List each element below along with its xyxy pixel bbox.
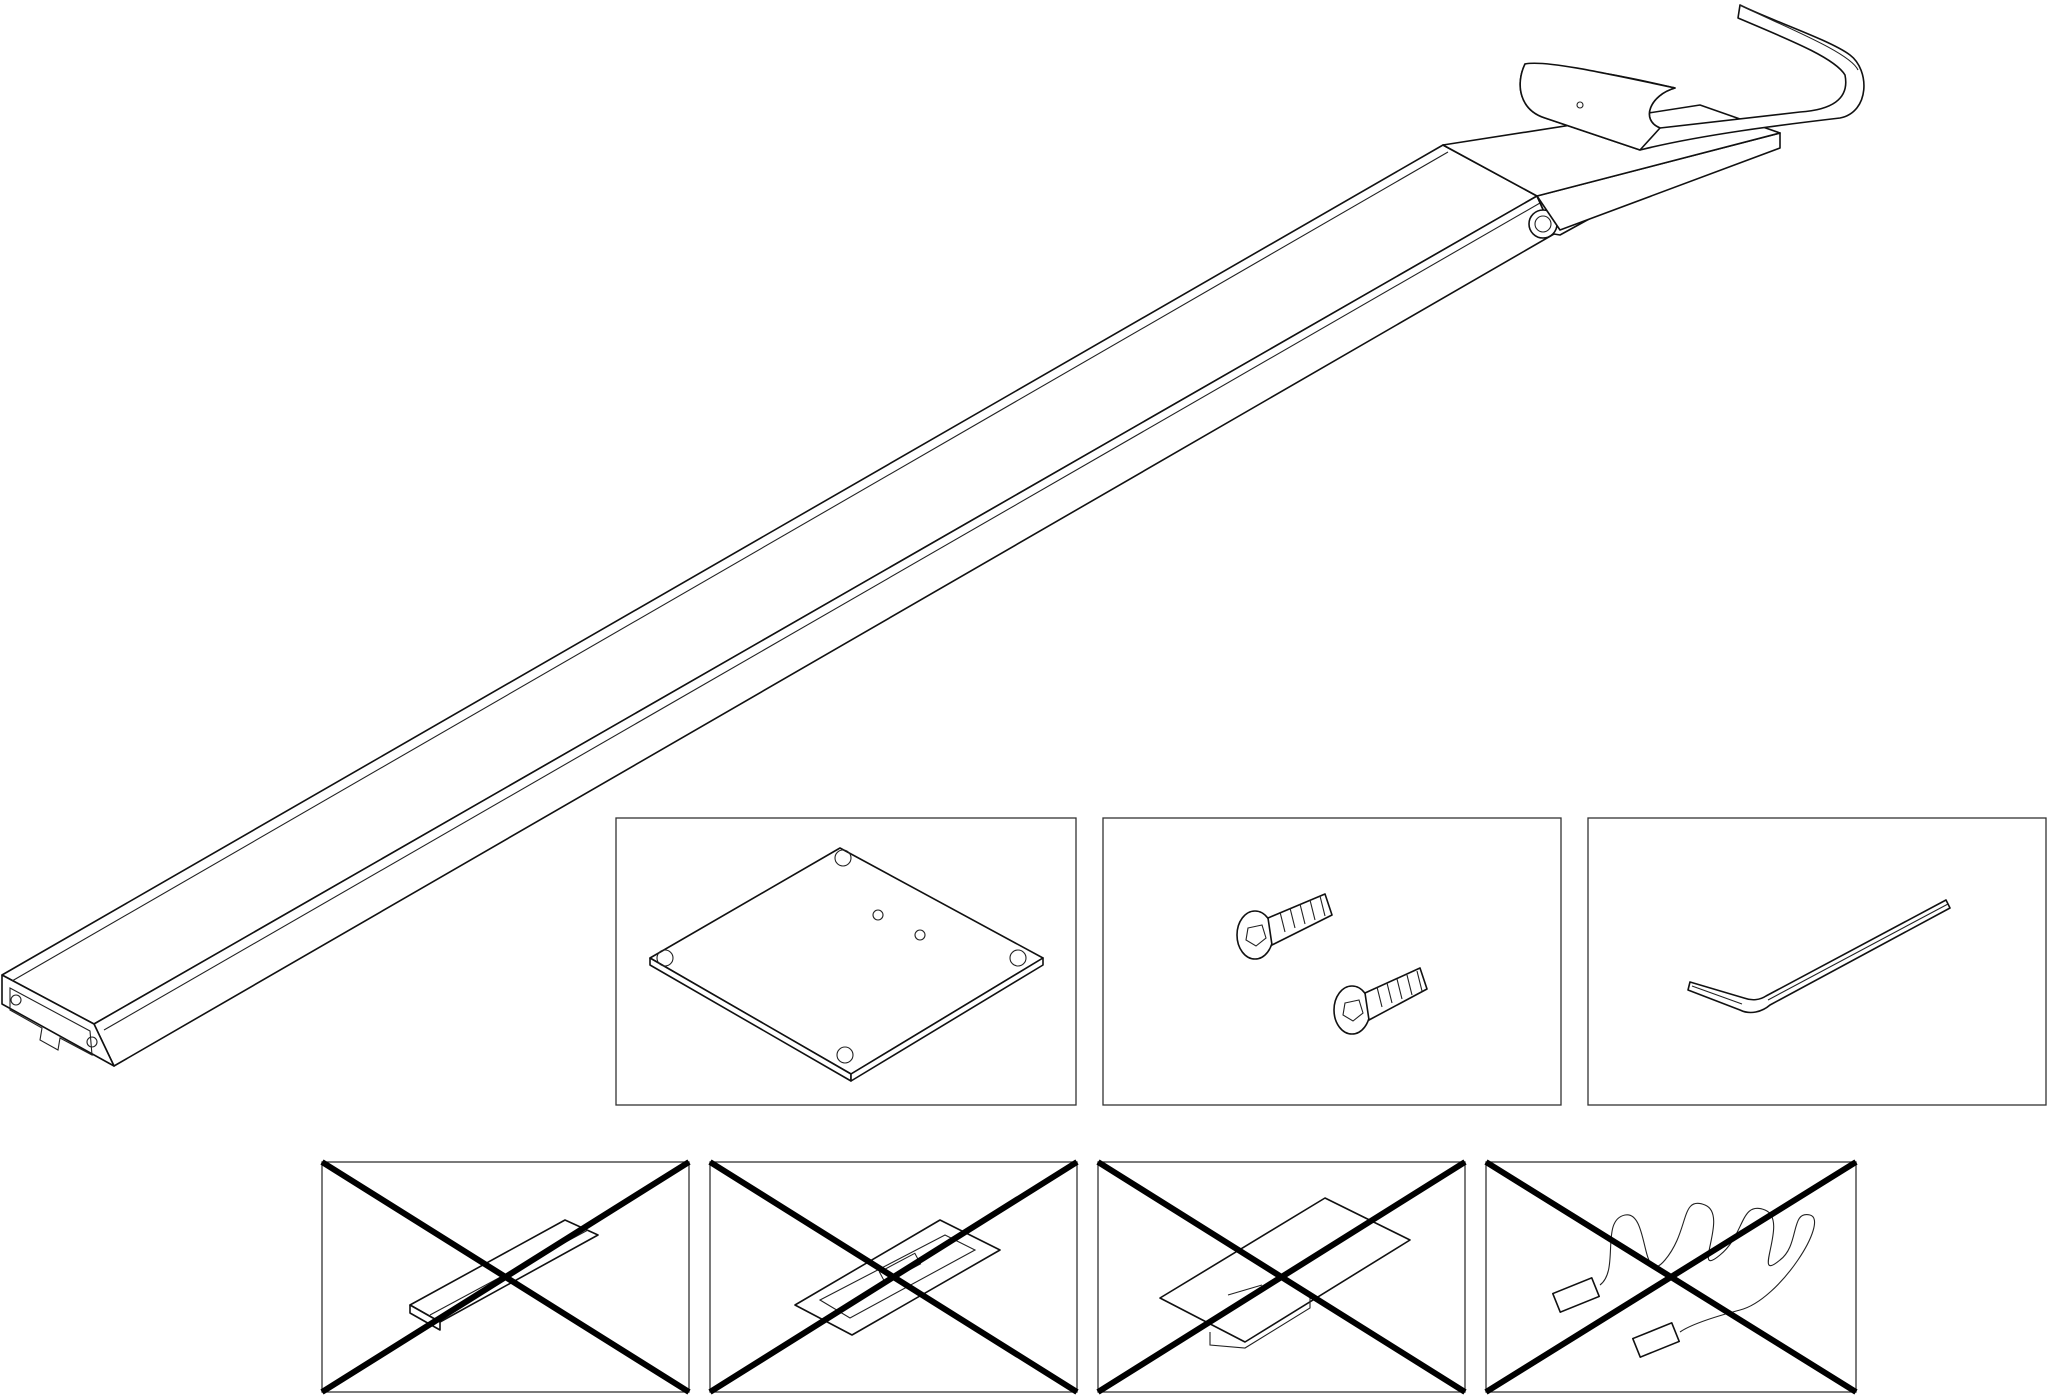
excluded-item-bracket xyxy=(1096,1159,1467,1395)
screw-icon xyxy=(1236,893,1333,960)
included-item-screws xyxy=(1102,817,1562,1106)
square-plate-icon xyxy=(649,847,1044,1082)
excluded-item-clip-holder xyxy=(708,1159,1079,1395)
excluded-item-strip xyxy=(320,1159,691,1395)
included-item-mounting-plate xyxy=(615,817,1077,1106)
excluded-item-usb-cable xyxy=(1484,1159,1858,1395)
rail-end-face xyxy=(1,974,115,1067)
screw-icon xyxy=(1333,967,1428,1035)
included-item-hex-key xyxy=(1587,817,2047,1106)
arm-rail-with-cradle xyxy=(1,4,1865,1067)
hex-key-icon xyxy=(1687,899,1951,1014)
usb-cable-icon xyxy=(1551,1202,1816,1358)
